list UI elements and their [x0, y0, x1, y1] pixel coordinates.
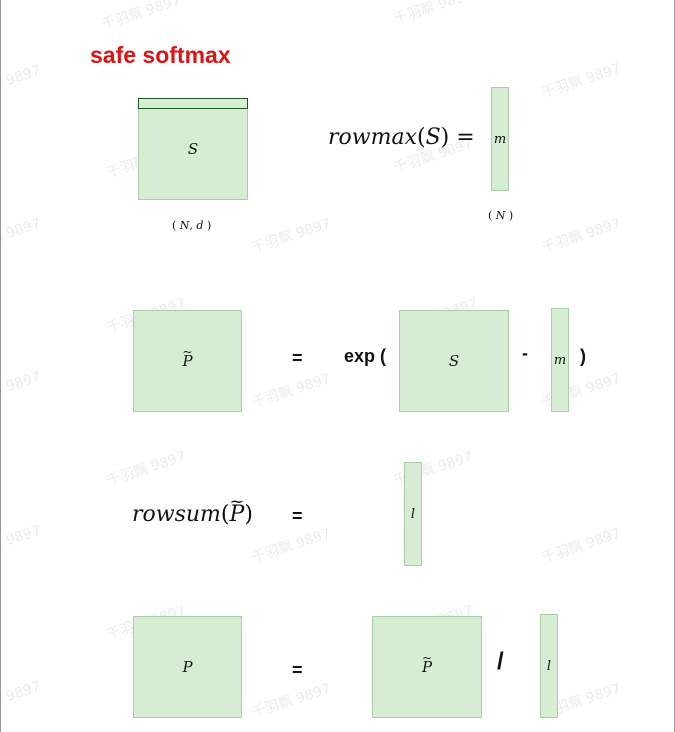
vector-m-label: m — [553, 352, 567, 368]
vector-l: l — [404, 462, 422, 566]
matrix-s: S — [138, 98, 248, 200]
matrix-p-label: P — [182, 658, 193, 676]
matrix-p-tilde-label: ~P — [421, 651, 433, 676]
tilde-mark: ~ — [421, 651, 433, 666]
dims-n: N — [179, 219, 190, 232]
equals-sign: = — [292, 660, 303, 680]
vector-m-dims: ( N ) — [488, 209, 513, 222]
equals-sign: = — [292, 348, 303, 368]
dims-close: ) — [203, 219, 212, 232]
dims-open: ( — [488, 209, 496, 222]
matrix-p-tilde-label: ~P — [182, 345, 193, 370]
dims-open: ( — [172, 219, 180, 232]
dims-sep: , — [189, 219, 197, 232]
rowmax-expression: rowmax(S) = — [328, 125, 475, 150]
page-title: safe softmax — [90, 42, 231, 68]
equals-sign: = — [292, 506, 303, 526]
rowmax-close: ) — [440, 125, 450, 150]
rowsum-arg: ~P — [229, 492, 245, 527]
matrix-s-label: S — [448, 352, 460, 370]
exp-open: exp ( — [344, 346, 387, 366]
divide-sign: / — [497, 648, 504, 675]
rowmax-arg: S — [425, 125, 441, 150]
row-highlight — [138, 98, 248, 109]
vector-m: m — [491, 87, 509, 191]
vector-l: l — [540, 614, 558, 718]
rowsum-close: ) — [244, 502, 253, 527]
rowsum-func: rowsum — [132, 502, 221, 527]
vector-m-label: m — [493, 131, 507, 147]
rowmax-func: rowmax — [328, 125, 417, 150]
rowsum-open: ( — [220, 502, 230, 527]
dims-close: ) — [505, 209, 514, 222]
matrix-s-label: S — [187, 140, 199, 158]
dims-n: N — [495, 209, 506, 222]
vector-l-label: l — [410, 506, 416, 522]
matrix-s-dims: ( N, d ) — [172, 219, 211, 232]
vector-l-label: l — [546, 658, 552, 674]
matrix-p-tilde: ~P — [372, 616, 482, 718]
matrix-p: P — [133, 616, 242, 718]
dims-d: d — [196, 219, 204, 232]
rowmax-open: ( — [416, 125, 426, 150]
p-tilde-base: P — [182, 352, 193, 370]
minus-sign: - — [522, 343, 528, 363]
rowsum-expression: rowsum(~P) — [132, 492, 253, 527]
rowsum-arg-base: P — [229, 502, 245, 527]
matrix-s: S — [399, 310, 509, 412]
vector-m: m — [551, 308, 569, 412]
tilde-mark: ~ — [229, 492, 245, 513]
rowmax-equals: = — [449, 125, 475, 150]
p-tilde-base: P — [421, 658, 433, 676]
tilde-mark: ~ — [182, 345, 193, 360]
matrix-p-tilde: ~P — [133, 310, 242, 412]
close-paren: ) — [580, 346, 586, 366]
